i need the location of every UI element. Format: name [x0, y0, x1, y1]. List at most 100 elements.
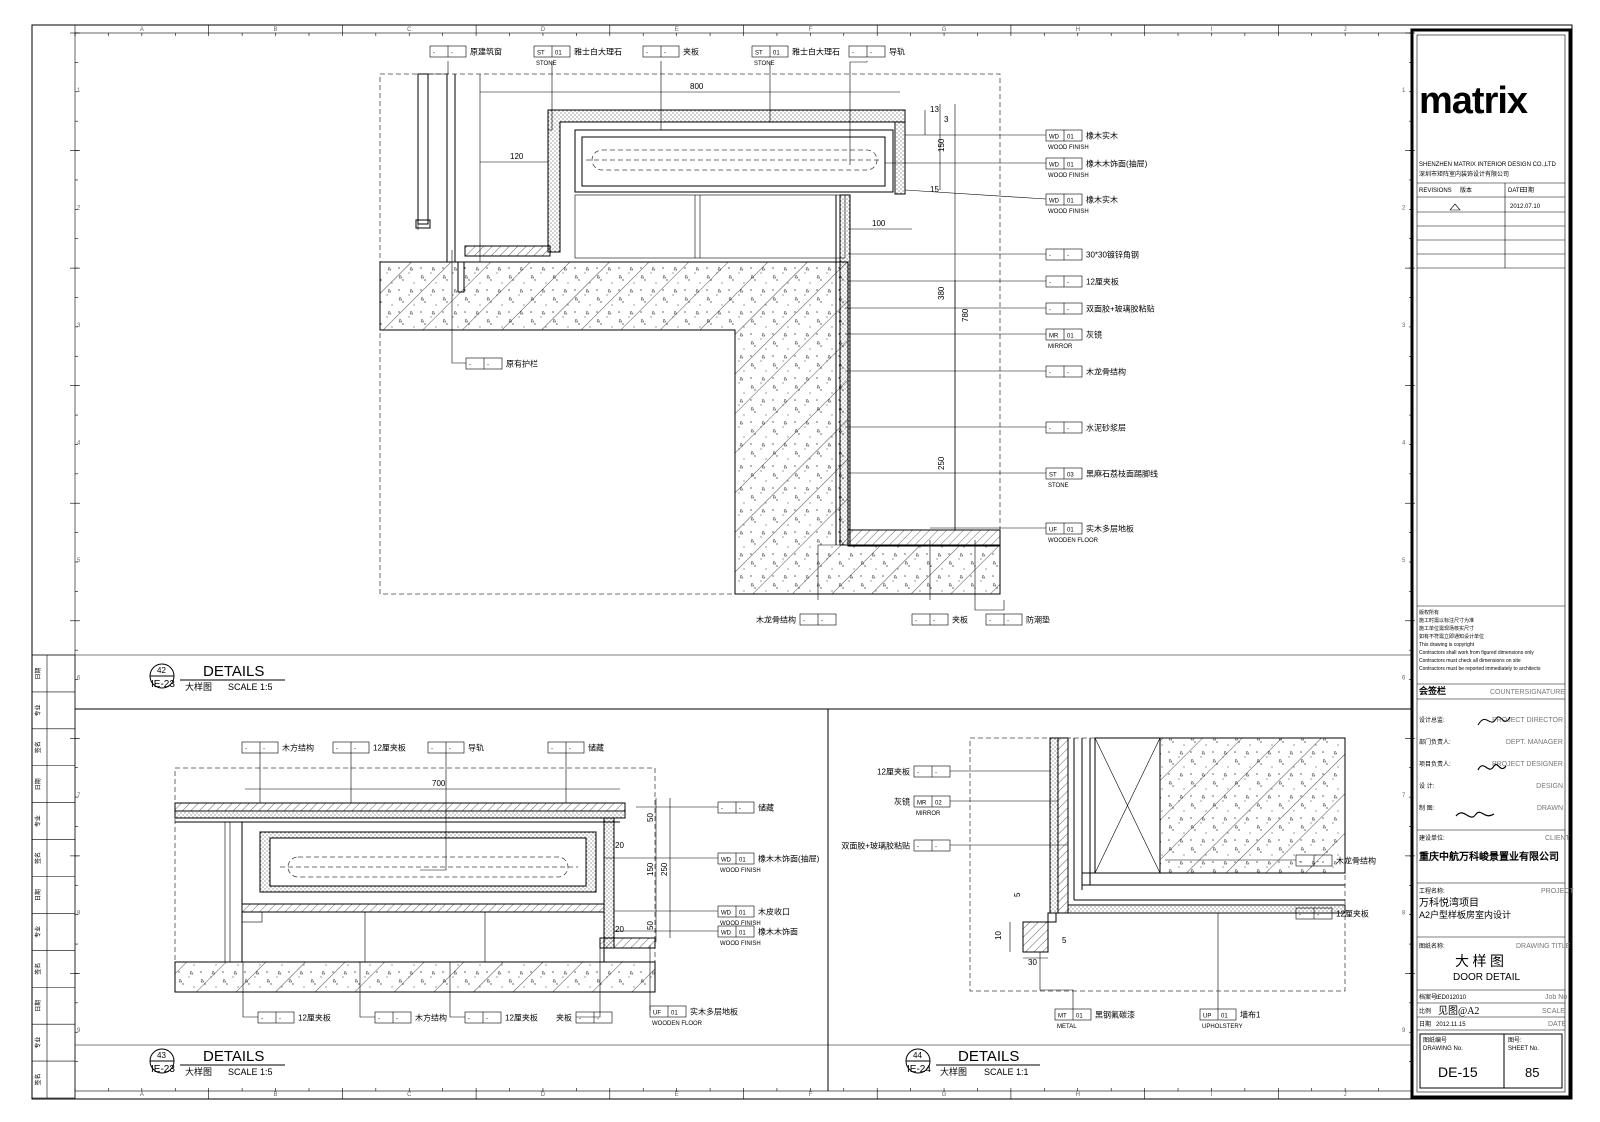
grid-row-3-left: 3: [77, 323, 81, 329]
dim-44-5a: 5: [1013, 892, 1022, 897]
grid-row-3-right: 3: [1402, 323, 1406, 329]
callout-42-top-1-text: 雅士白大理石: [574, 47, 622, 57]
scale-value: 见图@A2: [1438, 1005, 1479, 1017]
detail-42-title: DETAILS: [203, 663, 264, 680]
role-3-cn: 设 计:: [1419, 782, 1435, 790]
callout-43-bottom-0: --12厘夹板: [242, 962, 331, 1024]
callout-44-bottom-1-sub: UPHOLSTERY: [1202, 1024, 1243, 1030]
dim-42-15: 15: [930, 185, 939, 194]
grid-row-1-left: 1: [77, 88, 81, 94]
grid-col-J-top: J: [1344, 27, 1347, 33]
callout-42-bottom-0: --木龙骨结构: [756, 544, 845, 626]
callout-44-left-0-num: -: [935, 771, 937, 777]
dim-42-13: 13: [930, 105, 939, 114]
callout-42-right-5-code: -: [1049, 308, 1051, 314]
grid-row-8-right: 8: [1402, 911, 1406, 917]
callout-43-bottom-3-num: -: [597, 1017, 599, 1023]
grid-col-G-top: G: [942, 27, 947, 33]
callout-44-right-0-num: -: [1317, 860, 1319, 866]
side-label-4: 专业: [34, 815, 42, 827]
callout-43-top-3-num: -: [569, 747, 571, 753]
client-label-cn: 建设单位:: [1419, 834, 1445, 842]
callout-44-right-0-code: -: [1299, 860, 1301, 866]
callout-43-top-0-code: -: [245, 747, 247, 753]
dim-42-380: 380: [937, 286, 946, 300]
dim-42-3: 3: [944, 115, 949, 124]
grid-col-H-bottom: H: [1076, 1092, 1080, 1098]
callout-42-top-3-code: ST: [755, 51, 763, 57]
callout-43-top-2-text: 导轨: [468, 743, 484, 753]
grid-col-J-bottom: J: [1344, 1092, 1347, 1098]
role-4-en: DRAWN: [1537, 805, 1563, 812]
callout-42-right-0-text: 橡木实木: [1086, 131, 1118, 141]
callout-42-right-4-num: -: [1067, 281, 1069, 287]
grid-row-5-right: 5: [1402, 558, 1406, 564]
date-label-en: DATE: [1548, 1021, 1566, 1028]
callout-43-bottom-1: --木方结构: [359, 962, 447, 1024]
callout-43-top-1-code: -: [336, 747, 338, 753]
callout-42-right-2-code: WD: [1049, 199, 1060, 205]
callout-43-right-4-code: UF: [653, 1011, 661, 1017]
role-1-cn: 部门负责人:: [1419, 738, 1451, 746]
drawing-no-label-en: DRAWING No.: [1423, 1046, 1463, 1052]
callout-44-bottom-1-code: UP: [1203, 1014, 1211, 1020]
callout-42-right-2-num: 01: [1067, 199, 1074, 205]
note-5: Contractors shall work from figured dime…: [1419, 650, 1534, 656]
callout-42-bottom-2-num: -: [1007, 619, 1009, 625]
callout-43-bottom-2-text: 12厘夹板: [505, 1013, 538, 1023]
callout-44-left-2-num: -: [935, 845, 937, 851]
callout-42-bottom-1-num: -: [933, 619, 935, 625]
role-2-en: PROJECT DESIGNER: [1492, 761, 1563, 768]
role-0-cn: 设计总监:: [1419, 716, 1445, 724]
callout-43-top-1-num: -: [354, 747, 356, 753]
signature-2: [1477, 763, 1507, 771]
callout-42-right-3: --30*30镀锌角钢: [848, 248, 1139, 261]
callout-44-right-1-text: 12厘夹板: [1336, 909, 1369, 919]
note-2: 施工单位需现场核实尺寸: [1419, 625, 1474, 632]
grid-row-4-left: 4: [77, 440, 81, 446]
callout-43-right-1-text: 橡木木饰面(抽屉): [758, 854, 820, 864]
signature-1: [1477, 716, 1511, 726]
detail-44-scale: SCALE 1:1: [984, 1067, 1029, 1077]
callout-44-bottom-1-num: 01: [1221, 1014, 1228, 1020]
callout-43-right-0-text: 储藏: [758, 803, 774, 813]
callout-44-right-1-code: -: [1299, 913, 1301, 919]
grid-row-6-right: 6: [1402, 676, 1406, 682]
grid-row-4-right: 4: [1402, 440, 1406, 446]
callout-42-top-2: --夹板: [630, 45, 699, 131]
client-name: 重庆中航万科峻景置业有限公司: [1419, 850, 1559, 863]
project-name-2: A2户型样板房室内设计: [1419, 909, 1511, 920]
dim-43-250: 250: [660, 862, 669, 876]
callout-42-right-8-code: -: [1049, 427, 1051, 433]
drawing-no-value: DE-15: [1438, 1064, 1478, 1080]
callout-42-top-4-code: -: [852, 51, 854, 57]
grid-col-C-top: C: [407, 27, 412, 33]
grid-col-I-bottom: I: [1211, 1092, 1213, 1098]
callout-42-right-3-code: -: [1049, 254, 1051, 260]
detail-44-cn: 大样图: [940, 1066, 967, 1077]
grid-row-2-left: 2: [77, 205, 81, 211]
callout-43-right-4-num: 01: [671, 1011, 678, 1017]
callout-43-right-2-num: 01: [739, 911, 746, 917]
detail-44-title: DETAILS: [958, 1048, 1019, 1065]
dim-43-20b: 20: [615, 925, 624, 934]
callout-44-left-1-sub: MIRROR: [916, 811, 941, 817]
callout-42-top-3-num: 01: [773, 51, 780, 57]
callout-43-right-2-code: WD: [721, 911, 732, 917]
callout-42-top-2-num: -: [664, 51, 666, 57]
callout-42-right-1-text: 橡木木饰面(抽屉): [1086, 159, 1148, 169]
callout-42-right-5-num: -: [1067, 308, 1069, 314]
detail-42-drawing: 800 120 100 150 380 780 250 13 15 3: [379, 73, 1001, 595]
dim-44-10: 10: [994, 931, 1003, 940]
callout-42-top-0: --原建筑窗: [417, 45, 502, 230]
callout-42-right-4-text: 12厘夹板: [1086, 277, 1119, 287]
